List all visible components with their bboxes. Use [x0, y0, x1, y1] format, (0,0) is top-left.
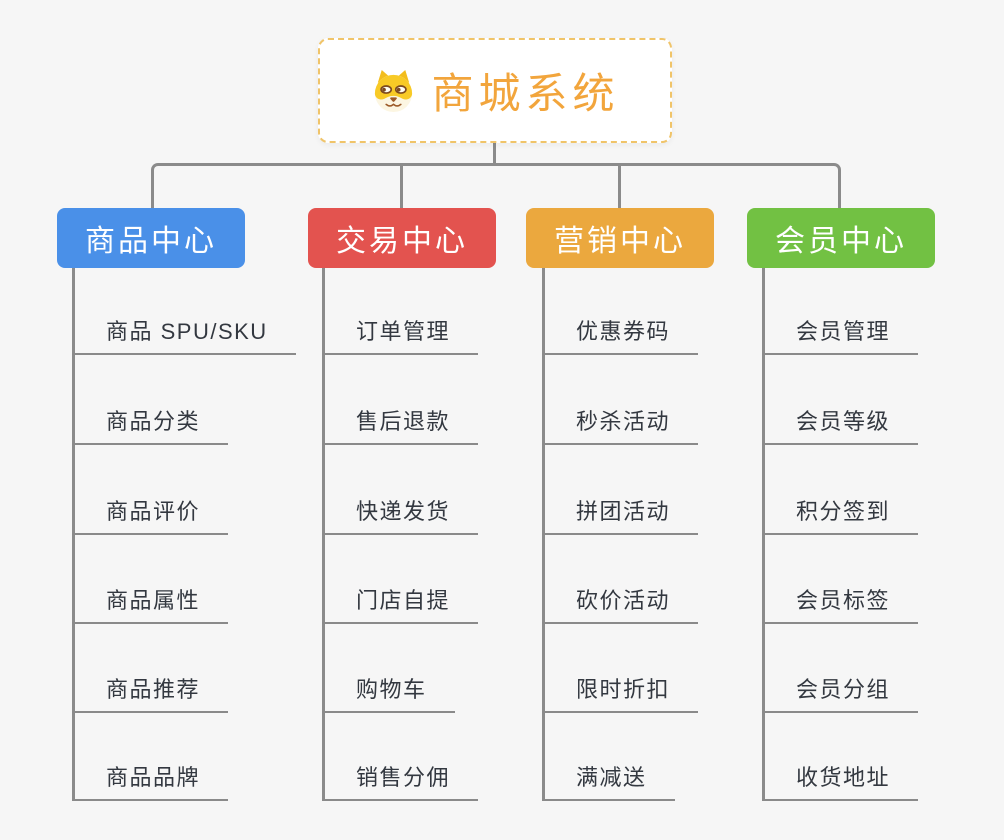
branch-label: 会员中心 [775, 225, 907, 258]
child-node[interactable]: 会员管理 [762, 317, 919, 355]
connector-drop-trade [400, 165, 403, 209]
child-node[interactable]: 购物车 [322, 675, 455, 713]
child-node[interactable]: 快递发货 [322, 497, 479, 535]
child-node[interactable]: 砍价活动 [542, 586, 699, 624]
child-node[interactable]: 商品分类 [72, 407, 229, 445]
branch-node-trade-center[interactable]: 交易中心 [308, 208, 496, 268]
child-node[interactable]: 积分签到 [762, 497, 919, 535]
child-node[interactable]: 会员分组 [762, 675, 919, 713]
branch-node-product-center[interactable]: 商品中心 [57, 208, 245, 268]
child-node[interactable]: 秒杀活动 [542, 407, 699, 445]
root-title: 商城系统 [431, 70, 620, 117]
child-node[interactable]: 会员等级 [762, 407, 919, 445]
root-node[interactable]: 商城系统 [318, 38, 672, 143]
child-node[interactable]: 限时折扣 [542, 675, 699, 713]
child-node[interactable]: 销售分佣 [322, 763, 479, 801]
child-node[interactable]: 商品 SPU/SKU [72, 317, 296, 355]
child-node[interactable]: 商品评价 [72, 497, 229, 535]
branch-node-marketing-center[interactable]: 营销中心 [526, 208, 714, 268]
branch-label: 交易中心 [336, 225, 468, 258]
child-node[interactable]: 商品推荐 [72, 675, 229, 713]
branch-node-member-center[interactable]: 会员中心 [747, 208, 935, 268]
shiba-dog-icon [370, 67, 417, 114]
child-node[interactable]: 门店自提 [322, 586, 479, 624]
child-node[interactable]: 售后退款 [322, 407, 479, 445]
child-node[interactable]: 收货地址 [762, 763, 919, 801]
connector-top-rail [151, 163, 841, 209]
branch-label: 营销中心 [554, 225, 686, 258]
child-node[interactable]: 优惠券码 [542, 317, 699, 355]
child-node[interactable]: 拼团活动 [542, 497, 699, 535]
branch-label: 商品中心 [85, 225, 217, 258]
child-node[interactable]: 订单管理 [322, 317, 479, 355]
child-node[interactable]: 商品属性 [72, 586, 229, 624]
connector-root-stub [493, 143, 496, 166]
child-node[interactable]: 满减送 [542, 763, 675, 801]
child-node[interactable]: 会员标签 [762, 586, 919, 624]
child-node[interactable]: 商品品牌 [72, 763, 229, 801]
connector-drop-marketing [618, 165, 621, 209]
